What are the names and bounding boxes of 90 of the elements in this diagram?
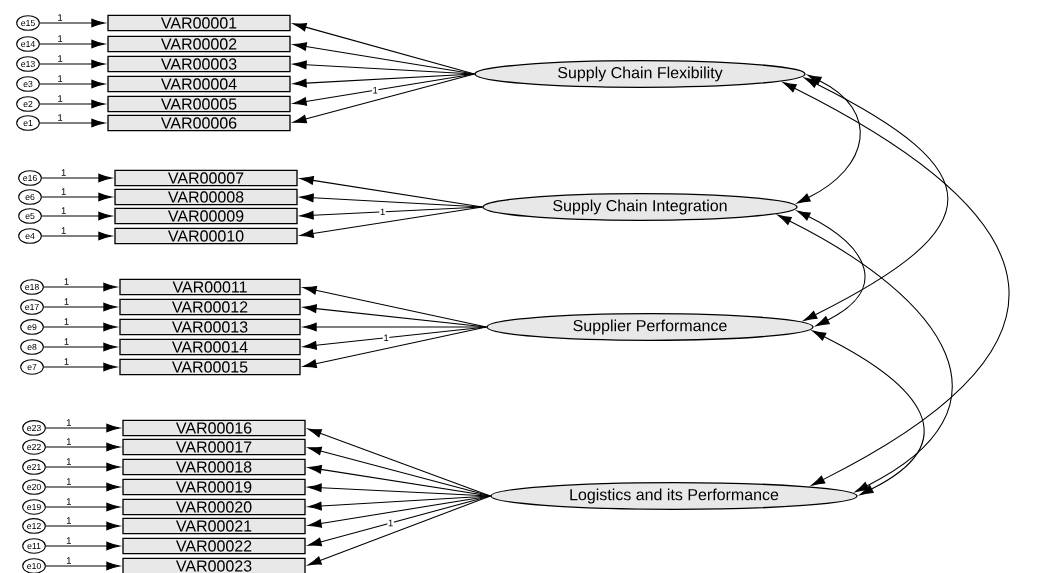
error-arrow xyxy=(45,541,121,551)
error-arrow xyxy=(43,322,118,332)
edge-label: 1 xyxy=(58,14,63,21)
loading-arrow xyxy=(302,326,487,369)
covariance-arrow xyxy=(777,214,953,493)
loading-arrow xyxy=(299,206,483,238)
variable-box: VAR00012 xyxy=(119,298,301,316)
variable-box: VAR00016 xyxy=(122,419,306,437)
loading-arrow xyxy=(292,73,475,88)
edge-label: 1 xyxy=(64,298,69,305)
error-arrow xyxy=(43,362,118,372)
loading-arrow xyxy=(292,73,475,106)
error-arrow xyxy=(41,231,113,241)
edge-label: 1 xyxy=(380,208,385,216)
error-arrow xyxy=(45,521,121,531)
edge-label: 1 xyxy=(58,55,63,62)
edge-label: 1 xyxy=(61,188,66,195)
variable-box: VAR00014 xyxy=(119,338,301,356)
error-arrow xyxy=(45,561,121,571)
variable-box: VAR00009 xyxy=(114,207,298,225)
variable-box: VAR00021 xyxy=(122,517,306,535)
error-arrow xyxy=(41,192,113,202)
error-arrow xyxy=(39,118,106,128)
edge-label: 1 xyxy=(64,278,69,285)
variable-box: VAR00003 xyxy=(107,55,291,73)
error-arrow xyxy=(45,442,121,452)
variable-box: VAR00022 xyxy=(122,537,306,555)
variable-box: VAR00020 xyxy=(122,498,306,516)
loading-arrow xyxy=(307,428,491,497)
error-arrow xyxy=(45,502,121,512)
variable-box: VAR00008 xyxy=(114,188,298,206)
edge-label: 1 xyxy=(66,438,71,445)
edge-label: 1 xyxy=(64,338,69,345)
edge-label: 1 xyxy=(66,517,71,524)
loading-arrow xyxy=(307,495,491,566)
error-arrow xyxy=(45,482,121,492)
variable-box: VAR00019 xyxy=(122,478,306,496)
covariance-arrow xyxy=(803,77,949,321)
error-arrow xyxy=(39,79,106,89)
loading-arrow xyxy=(299,206,483,220)
variable-box: VAR00023 xyxy=(122,557,306,573)
variable-box: VAR00005 xyxy=(107,95,291,113)
edge-label: 1 xyxy=(388,519,393,527)
variable-box: VAR00007 xyxy=(114,169,298,187)
edge-label: 1 xyxy=(66,557,71,564)
edge-label: 1 xyxy=(66,478,71,485)
error-arrow xyxy=(45,423,121,433)
edge-label: 1 xyxy=(66,498,71,505)
error-arrow xyxy=(41,173,113,183)
variable-box: VAR00010 xyxy=(114,227,298,245)
variable-box: VAR00011 xyxy=(119,278,301,296)
edge-label: 1 xyxy=(61,169,66,176)
loading-arrow xyxy=(307,495,491,511)
edge-label: 1 xyxy=(58,35,63,42)
edge-label: 1 xyxy=(66,458,71,465)
covariance-arrow xyxy=(812,330,925,496)
loading-arrow xyxy=(302,322,487,332)
edge-label: 1 xyxy=(64,358,69,365)
edge-label: 1 xyxy=(58,75,63,82)
variable-box: VAR00006 xyxy=(107,114,291,132)
loading-arrow xyxy=(307,495,491,528)
edge-label: 1 xyxy=(384,334,389,341)
error-arrow xyxy=(43,342,118,352)
error-arrow xyxy=(39,59,106,69)
error-arrow xyxy=(39,99,106,109)
edge-label: 1 xyxy=(66,419,71,426)
edge-label: 1 xyxy=(66,537,71,544)
edge-label: 1 xyxy=(58,95,63,102)
edge-label: 1 xyxy=(61,207,66,214)
loading-arrow xyxy=(292,73,475,124)
variable-box: VAR00018 xyxy=(122,458,306,476)
edge-label: 1 xyxy=(58,114,63,121)
covariance-arrow xyxy=(796,74,861,204)
covariance-arrow xyxy=(782,82,1010,486)
variable-box: VAR00015 xyxy=(119,358,301,376)
error-arrow xyxy=(43,282,118,292)
variable-box: VAR00004 xyxy=(107,75,291,93)
edge-label: 1 xyxy=(373,87,378,94)
error-arrow xyxy=(39,39,106,49)
edge-label: 1 xyxy=(64,318,69,325)
error-arrow xyxy=(43,302,118,312)
variable-box: VAR00002 xyxy=(107,35,291,53)
edge-label: 1 xyxy=(61,227,66,234)
error-arrow xyxy=(41,211,113,221)
variable-box: VAR00001 xyxy=(107,14,291,32)
variable-box: VAR00013 xyxy=(119,318,301,336)
error-arrow xyxy=(45,462,121,472)
error-arrow xyxy=(39,18,106,28)
variable-box: VAR00017 xyxy=(122,438,306,456)
covariance-arrow xyxy=(796,210,866,327)
